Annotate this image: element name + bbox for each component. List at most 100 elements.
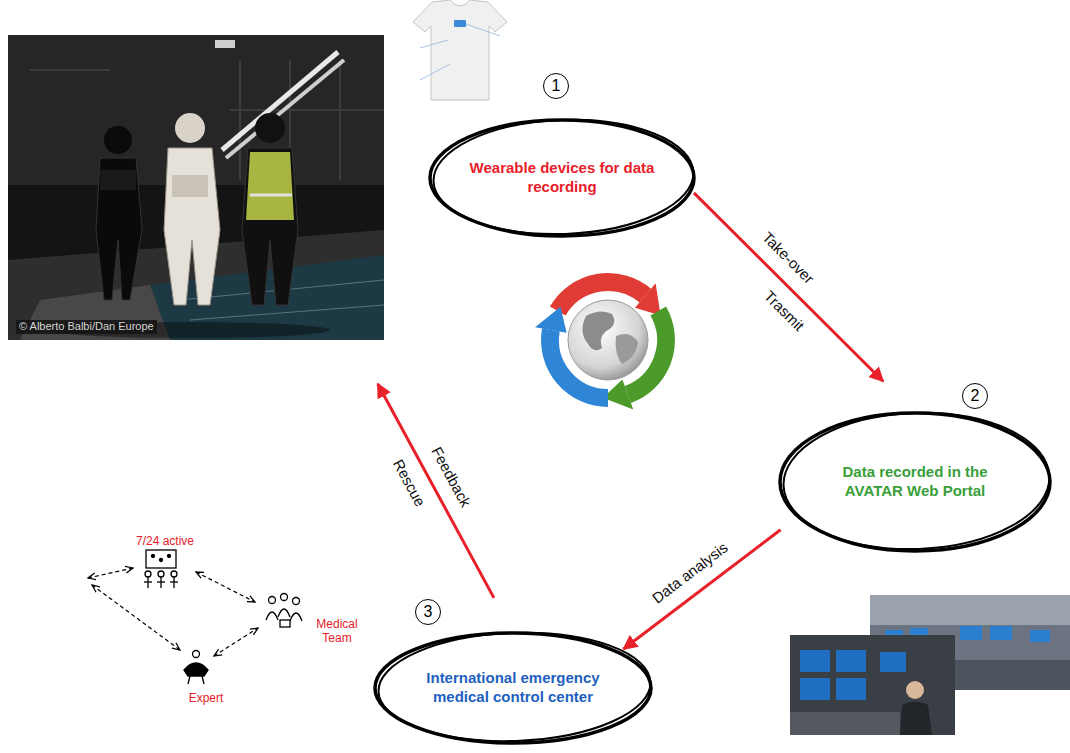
illustration-part xyxy=(88,568,133,578)
flow-arrow xyxy=(623,530,780,649)
illustration-part xyxy=(269,597,276,604)
ellipse-stroke xyxy=(781,408,1052,553)
edge-label-holder: Feedback xyxy=(426,441,476,513)
illustration-part xyxy=(420,24,500,80)
label-holder: Expert xyxy=(189,688,224,706)
illustration-part xyxy=(168,555,171,558)
illustration-part xyxy=(836,650,866,672)
illustration-part xyxy=(531,307,611,413)
illustration-part xyxy=(242,148,298,305)
illustration-part xyxy=(230,109,384,111)
illustration-part xyxy=(533,307,574,345)
node-label: International emergency medical control … xyxy=(413,669,613,707)
illustration-part xyxy=(246,152,294,220)
illustration-part xyxy=(202,676,204,684)
label-holder: 3 xyxy=(415,599,441,625)
ellipse-stroke xyxy=(780,413,1050,551)
illustration-part xyxy=(239,60,241,180)
illustration-part xyxy=(800,678,830,700)
illustration-part xyxy=(8,35,384,340)
illustration-part xyxy=(50,322,330,338)
edge-label-holder: Data analysis xyxy=(646,537,733,609)
illustration-part xyxy=(215,40,235,48)
ellipse-outline xyxy=(427,117,697,239)
team-label: 7/24 active xyxy=(136,534,194,548)
illustration-part xyxy=(290,613,302,621)
process-ellipse: Wearable devices for data recording xyxy=(427,117,697,239)
illustration-part xyxy=(906,681,924,699)
illustration-part xyxy=(30,69,110,71)
illustration-part xyxy=(278,609,290,617)
ellipse-outline xyxy=(372,630,654,746)
illustration-part xyxy=(339,60,341,180)
illustration-part xyxy=(603,376,644,414)
illustration-part xyxy=(190,305,384,320)
team-label: Medical Team xyxy=(311,617,363,646)
node-label: Wearable devices for data recording xyxy=(465,159,660,197)
illustration-part xyxy=(158,571,164,577)
illustration-part xyxy=(172,175,208,197)
illustration-part xyxy=(226,60,344,158)
illustration-part xyxy=(164,148,220,305)
callout-number: 1 xyxy=(543,73,569,99)
tshirt-illustration xyxy=(413,0,507,100)
illustration-part xyxy=(146,550,176,568)
team-sketch xyxy=(88,550,302,684)
illustration-part xyxy=(582,311,614,350)
illustration-part xyxy=(255,113,285,143)
illustration-part xyxy=(214,628,258,656)
illustration-part xyxy=(420,64,450,80)
flow-arrow xyxy=(694,193,883,381)
illustration-part xyxy=(280,620,290,627)
illustration-part xyxy=(558,282,661,315)
label-holder: Rescue xyxy=(387,454,430,513)
label-holder: Trasmit xyxy=(758,285,810,337)
illustration-part xyxy=(413,0,507,100)
label-holder: Medical Team xyxy=(311,617,363,646)
node-label: Data recorded in the AVATAR Web Portal xyxy=(825,463,1005,501)
illustration-part xyxy=(92,585,180,650)
illustration-part xyxy=(175,113,205,143)
edge-label: Data analysis xyxy=(646,537,733,609)
illustration-part xyxy=(100,170,136,190)
illustration-part xyxy=(104,126,132,154)
illustration-part xyxy=(990,626,1012,640)
illustration-part xyxy=(790,635,955,735)
process-ellipse: Data recorded in the AVATAR Web Portal xyxy=(777,410,1053,554)
illustration-part xyxy=(193,651,200,658)
team-label: Expert xyxy=(189,691,224,705)
illustration-part xyxy=(960,626,982,640)
illustration-part xyxy=(836,678,866,700)
illustration-part xyxy=(88,568,258,656)
illustration-part xyxy=(160,559,163,562)
flow-arrow xyxy=(378,384,494,598)
illustration-part xyxy=(196,572,255,602)
illustration-part xyxy=(152,555,155,558)
edge-side-label: Trasmit xyxy=(759,285,810,336)
ellipse-stroke xyxy=(375,633,651,743)
illustration-part xyxy=(96,158,142,300)
illustration-part xyxy=(184,663,208,676)
illustration-part xyxy=(266,612,278,620)
illustration-part xyxy=(420,40,448,48)
illustration-part xyxy=(568,300,648,380)
callout-number: 2 xyxy=(962,383,988,409)
illustration-part xyxy=(454,20,466,27)
illustration-part xyxy=(880,652,906,672)
label-holder: 1 xyxy=(543,73,569,99)
photo-illustration xyxy=(8,35,384,340)
process-ellipse: International emergency medical control … xyxy=(372,630,654,746)
ellipse-stroke xyxy=(377,628,653,745)
callout-number: 3 xyxy=(415,599,441,625)
illustration-part xyxy=(790,712,900,735)
illustration-part xyxy=(170,581,178,582)
illustration-part xyxy=(616,334,638,364)
illustration-part xyxy=(250,194,292,197)
control-room-photo xyxy=(790,595,1070,735)
node-text-block: Wearable devices for data recording xyxy=(465,159,660,197)
illustration-part xyxy=(144,581,152,582)
illustration-part xyxy=(558,282,646,311)
